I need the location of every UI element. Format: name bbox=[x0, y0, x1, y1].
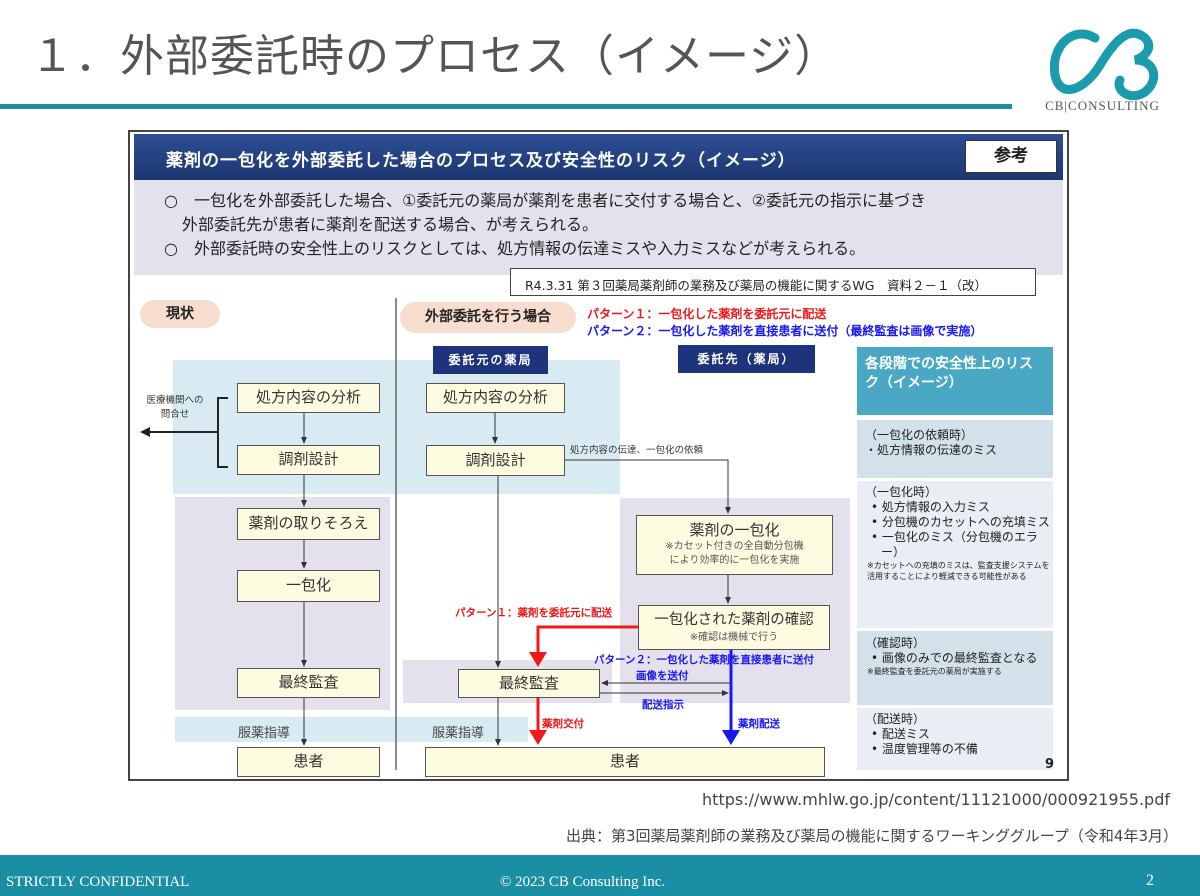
risk-note: ※カセットへの充填のミスは、監査支援システムを活用することにより軽減できる可能性… bbox=[867, 561, 1050, 581]
summary-bullets: ○ 一包化を外部委託した場合、①委託元の薬局が薬剤を患者に交付する場合と、②委託… bbox=[134, 180, 1063, 275]
citation: 出典：第3回薬局薬剤師の業務及び薬局の機能に関するワーキンググループ（令和4年3… bbox=[566, 827, 1178, 845]
right-design-box: 調剤設計 bbox=[426, 445, 565, 476]
pattern2-legend: パターン２：一包化した薬剤を直接患者に送付（最終監査は画像で実施） bbox=[587, 324, 983, 338]
risk-note: ※最終監査を委託元の薬局が実施する bbox=[867, 667, 1002, 676]
footer-page-number: 2 bbox=[1146, 872, 1154, 889]
risk-section-confirm: （確認時） • 画像のみでの最終監査となる ※最終監査を委託元の薬局が実施する bbox=[857, 631, 1053, 705]
risk-item: • 分包機のカセットへの充填ミス bbox=[871, 515, 1050, 529]
risk-header: 各段階での安全性上のリスク（イメージ） bbox=[857, 347, 1053, 415]
right-patient-box: 患者 bbox=[425, 747, 825, 777]
guidance-region bbox=[175, 717, 528, 742]
origin-pharmacy-label: 委託元の薬局 bbox=[433, 346, 548, 374]
bullet-1-cont: 外部委託先が患者に薬剤を配送する場合、が考えられる。 bbox=[182, 215, 599, 234]
pattern1-arrow-label: パターン１：薬剤を委託元に配送 bbox=[455, 607, 612, 619]
confirm-note: ※確認は機械で行う bbox=[689, 632, 779, 643]
risk-item: ・処方情報の伝達のミス bbox=[865, 443, 998, 457]
risk-title: （一包化の依頼時） bbox=[865, 428, 974, 442]
logo-text: CB|CONSULTING bbox=[1045, 98, 1160, 113]
outsource-pill: 外部委託を行う場合 bbox=[400, 302, 576, 333]
ship-instruction-label: 配送指示 bbox=[642, 699, 684, 711]
risk-section-delivery: （配送時） • 配送ミス • 温度管理等の不備 bbox=[857, 708, 1053, 770]
risk-title: （配送時） bbox=[865, 712, 926, 726]
risk-item: • 処方情報の入力ミス bbox=[871, 500, 990, 514]
right-audit-box: 最終監査 bbox=[458, 669, 600, 698]
risk-item: • 温度管理等の不備 bbox=[871, 742, 978, 756]
handoff-label: 処方内容の伝達、一包化の依頼 bbox=[570, 445, 704, 456]
risk-item: • 画像のみでの最終監査となる bbox=[871, 651, 1038, 665]
source-url[interactable]: https://www.mhlw.go.jp/content/11121000/… bbox=[702, 790, 1170, 809]
hand-delivery-label: 薬剤交付 bbox=[542, 718, 584, 730]
inquiry-line-1: 医療機関への bbox=[146, 395, 204, 406]
confirm-box: 一包化された薬剤の確認 ※確認は機械で行う bbox=[638, 605, 830, 650]
contractor-pharmacy-label: 委託先（薬局） bbox=[678, 345, 815, 373]
source-note: R4.3.31 第３回薬局薬剤師の業務及び薬局の機能に関するWG 資料２－１（改… bbox=[510, 268, 1036, 296]
packaging-note-1: ※カセット付きの全自動分包機 bbox=[665, 541, 804, 552]
send-image-label: 画像を送付 bbox=[636, 670, 689, 682]
reference-badge: 参考 bbox=[965, 140, 1057, 173]
risk-title: （確認時） bbox=[865, 636, 926, 650]
left-patient-box: 患者 bbox=[237, 747, 380, 777]
risk-section-request: （一包化の依頼時） ・処方情報の伝達のミス bbox=[857, 420, 1053, 478]
packaging-note-2: により効率的に一包化を実施 bbox=[669, 555, 800, 566]
right-analysis-box: 処方内容の分析 bbox=[426, 383, 565, 413]
cb-logo bbox=[1049, 28, 1159, 101]
left-picking-box: 薬剤の取りそろえ bbox=[237, 508, 380, 540]
pattern2-arrow-label: パターン２：一包化した薬剤を直接患者に送付 bbox=[594, 654, 814, 666]
bullet-2: ○ 外部委託時の安全性上のリスクとしては、処方情報の伝達ミスや入力ミスなどが考え… bbox=[164, 239, 866, 258]
footer: STRICTLY CONFIDENTIAL © 2023 CB Consulti… bbox=[0, 855, 1200, 896]
ship-delivery-label: 薬剤配送 bbox=[738, 718, 780, 730]
left-design-box: 調剤設計 bbox=[237, 445, 380, 475]
packaging-title: 薬剤の一包化 bbox=[689, 521, 780, 539]
packaging-box: 薬剤の一包化 ※カセット付きの全自動分包機 により効率的に一包化を実施 bbox=[636, 515, 833, 575]
inquiry-line-2: 問合せ bbox=[160, 409, 190, 420]
figure-header: 薬剤の一包化を外部委託した場合のプロセス及び安全性のリスク（イメージ） bbox=[134, 134, 1063, 180]
slide-title: １．外部委託時のプロセス（イメージ） bbox=[30, 31, 840, 82]
footer-copyright: © 2023 CB Consulting Inc. bbox=[500, 874, 666, 890]
risk-item: • 配送ミス bbox=[871, 727, 930, 741]
figure-page-number: 9 bbox=[1045, 757, 1055, 772]
risk-section-packaging: （一包化時） • 処方情報の入力ミス • 分包機のカセットへの充填ミス • 一包… bbox=[857, 481, 1053, 628]
title-divider bbox=[0, 104, 1012, 109]
pattern1-legend: パターン１：一包化した薬剤を委託元に配送 bbox=[587, 307, 827, 321]
left-packaging-box: 一包化 bbox=[237, 570, 380, 602]
left-audit-box: 最終監査 bbox=[237, 668, 380, 698]
footer-confidential: STRICTLY CONFIDENTIAL bbox=[6, 874, 190, 890]
left-guidance-label: 服薬指導 bbox=[238, 726, 291, 741]
left-analysis-box: 処方内容の分析 bbox=[237, 383, 380, 413]
current-pill: 現状 bbox=[140, 300, 220, 328]
confirm-title: 一包化された薬剤の確認 bbox=[654, 612, 814, 628]
risk-item: • 一包化のミス（分包機のエラー） bbox=[871, 530, 1038, 559]
inquiry-label: 医療機関への 問合せ bbox=[135, 394, 215, 422]
bullet-1: ○ 一包化を外部委託した場合、①委託元の薬局が薬剤を患者に交付する場合と、②委託… bbox=[164, 191, 927, 210]
risk-title: （一包化時） bbox=[865, 485, 938, 499]
right-guidance-label: 服薬指導 bbox=[432, 726, 485, 741]
